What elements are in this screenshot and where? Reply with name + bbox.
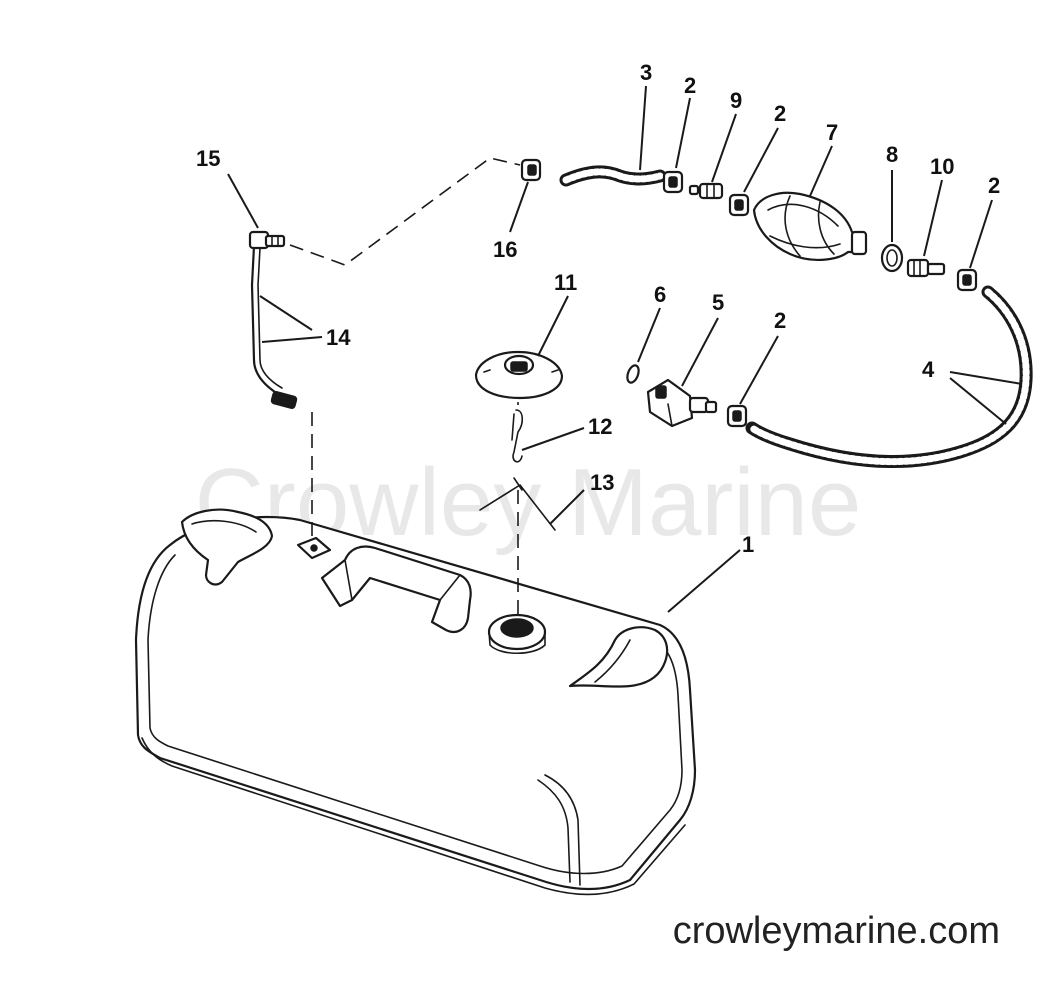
fitting-nut-16 [520, 158, 542, 182]
callout-4: 4 [922, 357, 935, 382]
callout-13: 13 [590, 470, 614, 495]
callout-16: 16 [493, 237, 517, 262]
chain-wire [479, 477, 556, 531]
o-ring-6 [626, 364, 640, 384]
callout-9: 9 [730, 88, 742, 113]
callout-2a: 2 [684, 73, 696, 98]
callout-5: 5 [712, 290, 724, 315]
callout-1: 1 [742, 532, 754, 557]
callout-2c: 2 [988, 173, 1000, 198]
fuel-hose-3 [559, 165, 667, 187]
callout-3: 3 [640, 60, 652, 85]
clamp-2d [726, 404, 748, 428]
pickup-tube [250, 244, 298, 409]
callout-15: 15 [196, 146, 220, 171]
callout-12: 12 [588, 414, 612, 439]
callout-6: 6 [654, 282, 666, 307]
callout-14: 14 [326, 325, 351, 350]
callout-2b: 2 [774, 101, 786, 126]
primer-bulb [752, 191, 868, 261]
callout-labels: 15 14 16 3 2 9 2 7 8 10 2 11 6 5 2 4 12 … [196, 60, 1000, 557]
clamp-2b [728, 193, 750, 217]
connector-10 [906, 258, 946, 278]
callout-2d: 2 [774, 308, 786, 333]
leader-lines [227, 85, 1023, 613]
clamp-2a [662, 170, 684, 194]
connector-9 [688, 182, 724, 200]
connector-5 [646, 378, 718, 428]
fuel-hose-4 [745, 285, 1033, 469]
check-valve-8 [880, 243, 904, 273]
fuel-elbow [248, 230, 286, 250]
cap-hook [511, 409, 524, 463]
fuel-tank [134, 508, 697, 896]
callout-11: 11 [554, 270, 577, 295]
callout-8: 8 [886, 142, 898, 167]
callout-7: 7 [826, 120, 838, 145]
assembly-lines [289, 157, 521, 615]
clamp-2c [956, 268, 978, 292]
callout-10: 10 [930, 154, 954, 179]
fill-cap [474, 350, 564, 400]
footer-url: crowleymarine.com [673, 910, 1000, 952]
